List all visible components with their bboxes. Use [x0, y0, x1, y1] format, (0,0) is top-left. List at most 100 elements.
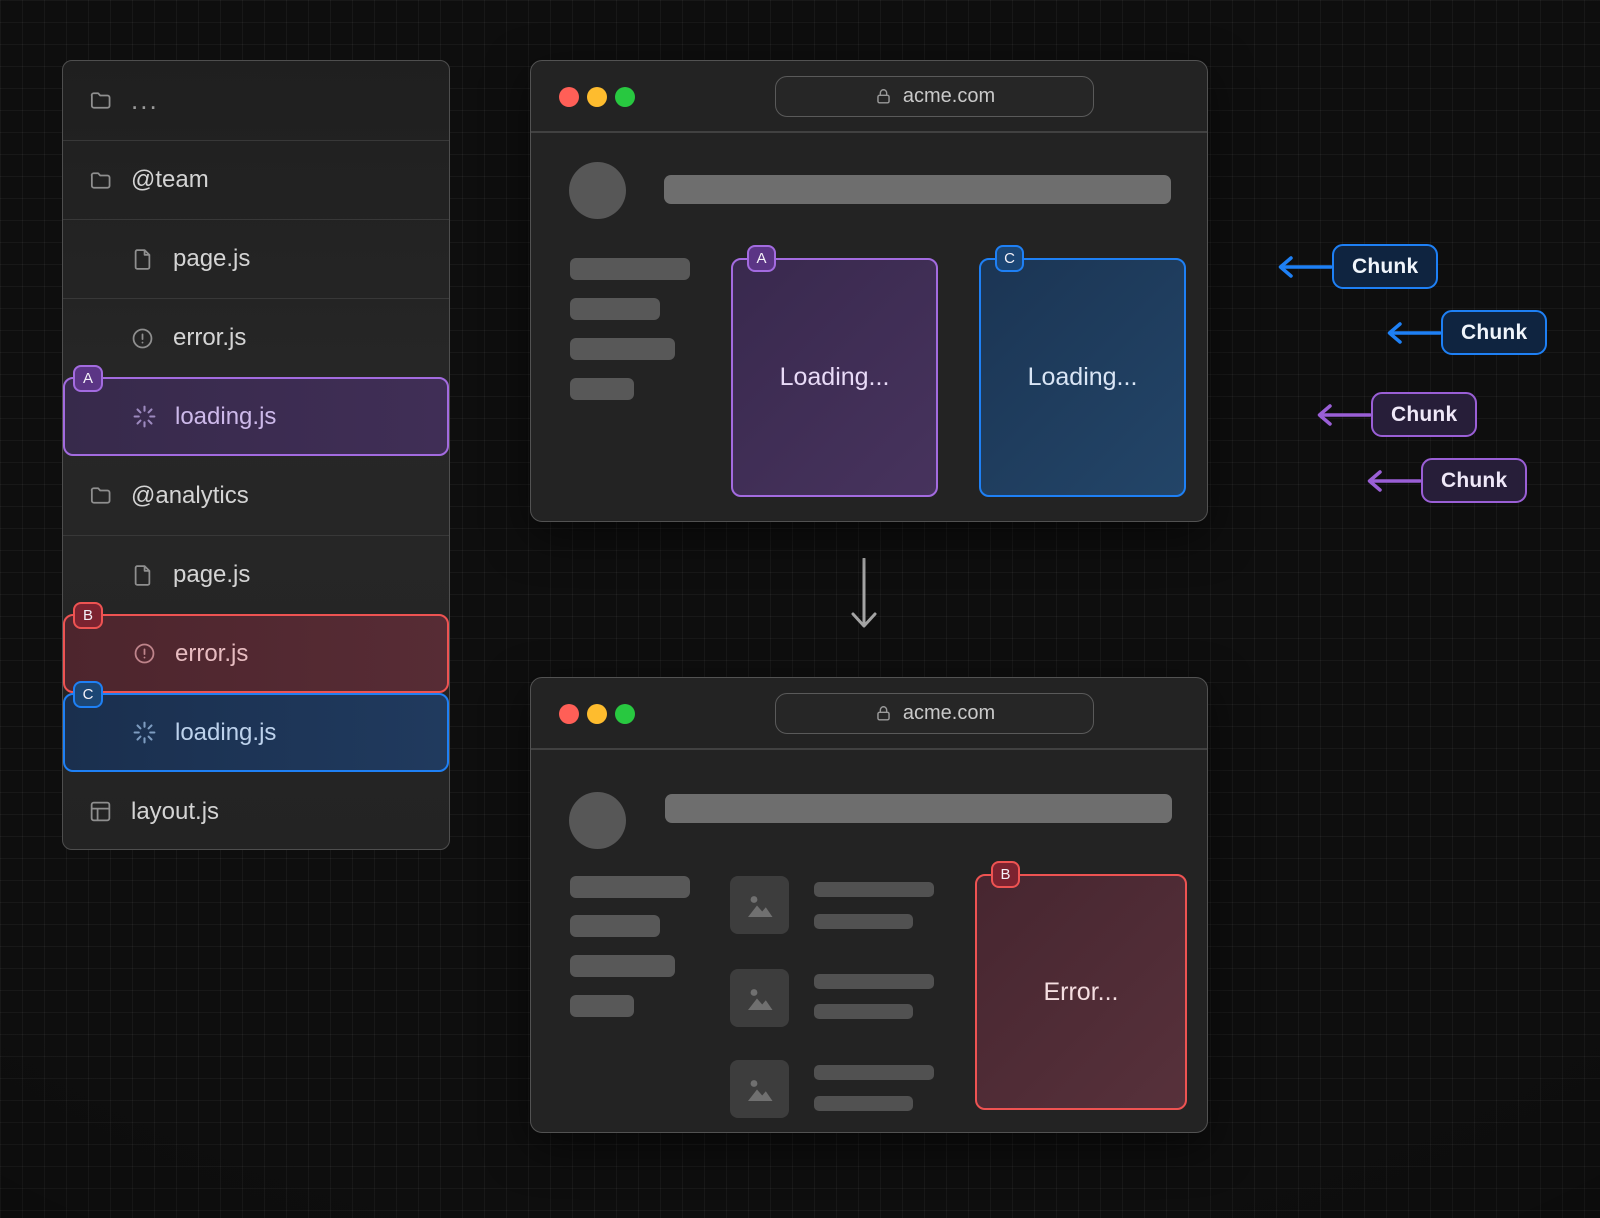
tree-item-team-loading[interactable]: A loading.js — [63, 365, 449, 456]
url-text: acme.com — [902, 702, 996, 724]
loading-card-a: A Loading... — [731, 245, 938, 497]
browser-window-loading: acme.com A Loading... C Loading... — [530, 60, 1208, 522]
chunk-pill: Chunk — [1371, 392, 1478, 437]
tree-item-label: ... — [131, 85, 159, 115]
tree-item-team-error[interactable]: error.js — [63, 298, 449, 377]
sidebar-skeleton-line — [570, 378, 634, 400]
close-button[interactable] — [559, 87, 579, 107]
tree-item-label: loading.js — [175, 718, 277, 746]
text-skeleton-line — [814, 1096, 913, 1111]
sidebar-skeleton-line — [570, 995, 634, 1017]
tree-item-ellipsis[interactable]: ... — [63, 61, 449, 140]
sidebar-skeleton-line — [570, 298, 660, 320]
loading-text: Loading... — [779, 363, 890, 391]
alert-circle-icon — [129, 325, 155, 351]
tree-item-label: page.js — [173, 561, 251, 588]
tree-item-team[interactable]: @team — [63, 140, 449, 219]
chunk-pill: Chunk — [1421, 458, 1528, 503]
text-skeleton-line — [814, 914, 913, 929]
traffic-lights — [559, 87, 635, 107]
arrow-left-icon — [1367, 469, 1421, 492]
chunk-callout: Chunk — [1366, 458, 1528, 503]
badge-b: B — [73, 602, 103, 629]
tree-item-label: error.js — [175, 639, 249, 667]
folder-icon — [87, 483, 113, 509]
lock-icon — [877, 89, 890, 104]
badge-b: B — [991, 861, 1020, 888]
tree-item-label: page.js — [173, 245, 251, 272]
browser-titlebar: acme.com — [531, 61, 1207, 133]
text-skeleton-line — [814, 974, 934, 989]
error-card-b: B Error... — [975, 861, 1187, 1110]
chunk-pill: Chunk — [1332, 244, 1439, 289]
sidebar-skeleton-line — [570, 915, 660, 937]
badge-c: C — [73, 681, 103, 708]
file-tree-panel: ... @team page.js error.js A loading.js … — [62, 60, 450, 850]
tree-item-label: loading.js — [175, 402, 277, 430]
folder-icon — [87, 88, 113, 114]
url-text: acme.com — [902, 85, 996, 107]
image-icon — [747, 895, 772, 917]
avatar — [569, 792, 626, 849]
tree-item-team-page[interactable]: page.js — [63, 219, 449, 298]
badge-c: C — [995, 245, 1024, 272]
folder-icon — [87, 167, 113, 193]
browser-window-error: acme.com B Error... — [530, 677, 1208, 1133]
image-placeholder — [730, 969, 789, 1027]
image-icon — [747, 1079, 772, 1101]
browser-titlebar: acme.com — [531, 678, 1207, 750]
text-skeleton-line — [814, 882, 934, 897]
url-bar[interactable]: acme.com — [775, 76, 1094, 117]
sidebar-skeleton-line — [570, 338, 675, 360]
alert-circle-icon — [131, 641, 157, 667]
maximize-button[interactable] — [615, 704, 635, 724]
close-button[interactable] — [559, 704, 579, 724]
chunk-callout: Chunk — [1277, 244, 1439, 289]
text-skeleton-line — [814, 1065, 934, 1080]
chunk-label: Chunk — [1352, 254, 1419, 278]
chunk-callout: Chunk — [1316, 392, 1478, 437]
image-placeholder — [730, 1060, 789, 1118]
loading-card-c: C Loading... — [979, 245, 1186, 497]
image-placeholder — [730, 876, 789, 934]
maximize-button[interactable] — [615, 87, 635, 107]
tree-item-label: @team — [131, 166, 209, 193]
header-skeleton-bar — [665, 794, 1172, 823]
badge-a: A — [747, 245, 776, 272]
image-icon — [747, 988, 772, 1010]
file-icon — [129, 562, 155, 588]
chunk-label: Chunk — [1391, 402, 1458, 426]
minimize-button[interactable] — [587, 87, 607, 107]
loading-text: Loading... — [1027, 363, 1138, 391]
arrow-left-icon — [1317, 403, 1371, 426]
sidebar-skeleton-line — [570, 876, 690, 898]
arrow-down-icon — [850, 557, 878, 635]
avatar — [569, 162, 626, 219]
arrow-left-icon — [1278, 255, 1332, 278]
sidebar-skeleton-line — [570, 258, 690, 280]
layout-icon — [87, 799, 113, 825]
tree-item-label: layout.js — [131, 797, 220, 825]
header-skeleton-bar — [664, 175, 1171, 204]
minimize-button[interactable] — [587, 704, 607, 724]
file-icon — [129, 246, 155, 272]
arrow-left-icon — [1387, 321, 1441, 344]
chunk-callout: Chunk — [1386, 310, 1548, 355]
spinner-icon — [131, 720, 157, 746]
tree-item-analytics-loading[interactable]: C loading.js — [63, 681, 449, 772]
traffic-lights — [559, 704, 635, 724]
chunk-label: Chunk — [1461, 320, 1528, 344]
tree-item-label: @analytics — [131, 481, 249, 509]
spinner-icon — [131, 404, 157, 430]
text-skeleton-line — [814, 1004, 913, 1019]
chunk-label: Chunk — [1441, 468, 1508, 492]
badge-a: A — [73, 365, 103, 392]
tree-item-analytics[interactable]: @analytics — [63, 456, 449, 535]
sidebar-skeleton-line — [570, 955, 675, 977]
url-bar[interactable]: acme.com — [775, 693, 1094, 734]
tree-item-analytics-error[interactable]: B error.js — [63, 602, 449, 693]
tree-item-label: error.js — [173, 324, 247, 351]
tree-item-analytics-page[interactable]: page.js — [63, 535, 449, 614]
tree-item-layout[interactable]: layout.js — [63, 772, 449, 851]
chunk-pill: Chunk — [1441, 310, 1548, 355]
